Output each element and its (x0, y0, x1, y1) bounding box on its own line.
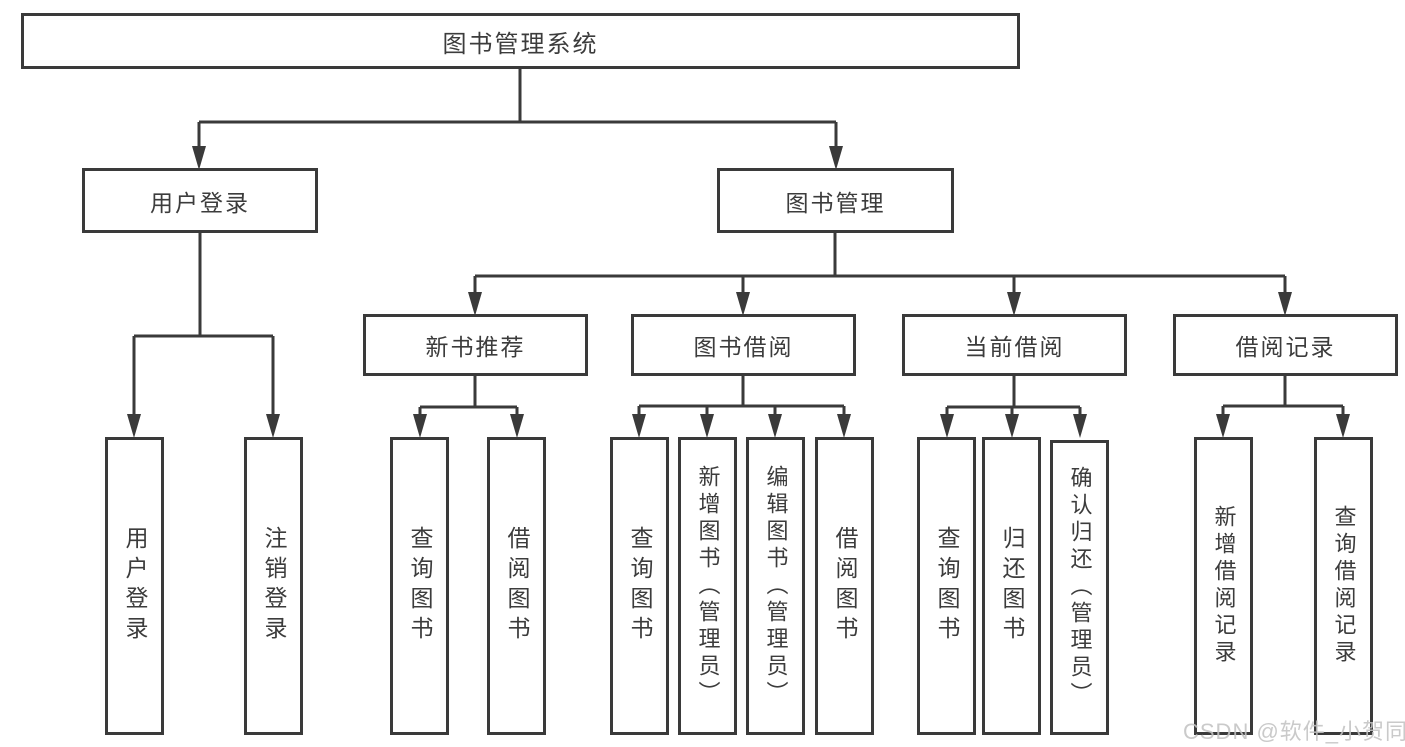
leaf-query-books-recommend: 查询图书 (390, 437, 449, 735)
leaf-borrow-books: 借阅图书 (815, 437, 874, 735)
node-user-login: 用户登录 (82, 168, 318, 233)
node-label: 图书管理 (785, 189, 886, 216)
leaf-logout: 注销登录 (244, 437, 303, 735)
node-label: 用户登录 (150, 189, 250, 216)
node-book-borrowing: 图书借阅 (631, 314, 856, 376)
leaf-query-books-borrowing: 查询图书 (610, 437, 669, 735)
leaf-query-borrow-record: 查询借阅记录 (1314, 437, 1373, 735)
leaf-borrow-books-recommend: 借阅图书 (487, 437, 546, 735)
node-label: 新书推荐 (425, 334, 526, 360)
node-library-management-system: 图书管理系统 (21, 13, 1020, 69)
leaf-return-books: 归还图书 (982, 437, 1041, 735)
watermark-text: CSDN @软件_小贺同学 (1183, 719, 1405, 744)
node-new-book-recommendation: 新书推荐 (363, 314, 588, 376)
node-label: 当前借阅 (964, 334, 1065, 360)
leaf-confirm-return-admin: 确认归还（管理员） (1050, 440, 1109, 735)
leaf-add-borrow-record: 新增借阅记录 (1194, 437, 1253, 735)
node-label: 借阅记录 (1235, 334, 1336, 360)
leaf-query-books-current: 查询图书 (917, 437, 976, 735)
leaf-user-login: 用户登录 (105, 437, 164, 735)
node-current-borrowing: 当前借阅 (902, 314, 1127, 376)
node-borrowing-records: 借阅记录 (1173, 314, 1398, 376)
node-label: 图书借阅 (693, 334, 794, 360)
node-label: 图书管理系统 (442, 30, 599, 58)
leaf-add-books-admin: 新增图书（管理员） (678, 437, 737, 735)
leaf-edit-books-admin: 编辑图书（管理员） (746, 437, 805, 735)
node-book-management: 图书管理 (717, 168, 954, 233)
